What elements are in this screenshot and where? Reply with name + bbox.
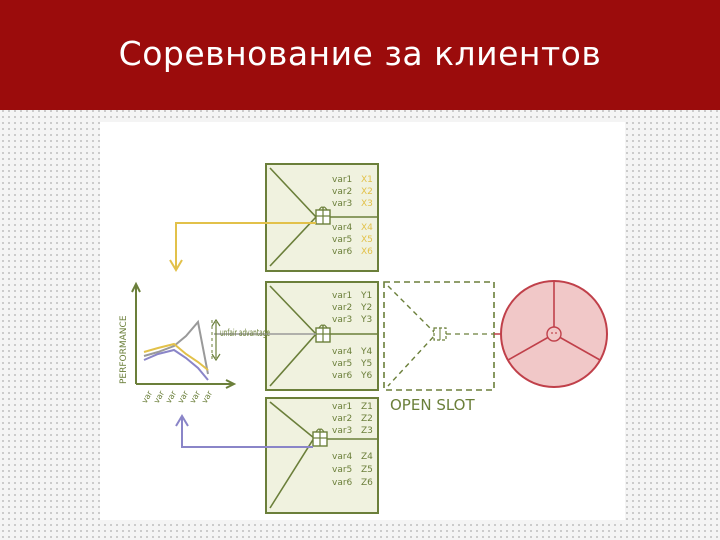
group-box-y: var1 var2 var3 var4 var5 var6 Y1 Y2 Y3 Y… [265,281,379,391]
value-label: Z5 [361,465,373,475]
series-purple [143,348,209,381]
var-label: var4 [332,223,353,233]
value-label: Y4 [360,347,372,357]
value-label: X5 [361,235,373,245]
var-label: var1 [332,402,352,412]
var-label: var2 [332,303,352,313]
chart-y-label: PERFORMANCE [119,315,129,384]
value-label: Y1 [360,291,372,301]
arrow-yellow [175,222,316,268]
var-label: var6 [332,371,353,381]
open-slot-frame [383,281,495,391]
chart-x-tick: var [152,389,167,405]
annotation-label: unfair advantage [220,328,270,339]
chart-x-tick: var [176,389,191,405]
group-box-x: var1 var2 var3 var4 var5 var6 X1 X2 X3 X… [265,163,379,272]
gift-icon [312,428,328,447]
box-z-frame [265,397,379,514]
var-label: var1 [332,291,352,301]
title-bar [0,0,720,110]
customer-circle [500,280,608,388]
gift-icon [433,327,447,341]
value-label: Z1 [361,402,373,412]
var-label: var4 [332,452,353,462]
var-label: var6 [332,247,353,257]
open-slot-label: OPEN SLOT [390,396,475,414]
value-label: Y5 [360,359,372,369]
var-label: var5 [332,235,352,245]
gift-icon [315,206,331,225]
var-label: var5 [332,359,352,369]
var-label: var6 [332,478,353,488]
series-yellow [143,342,209,371]
value-label: Y6 [360,371,372,381]
var-label: var5 [332,465,352,475]
value-label: X1 [361,175,373,185]
value-label: X2 [361,187,373,197]
var-label: var3 [332,426,352,436]
value-label: Z6 [361,478,373,488]
arrow-purple [181,418,313,448]
diagram-svg: var1 var2 var3 var4 var5 var6 X1 X2 X3 X… [119,163,608,514]
value-label: Z3 [361,426,373,436]
face-icon [546,326,562,342]
var-label: var1 [332,175,352,185]
gift-icon [315,324,331,343]
chart-x-tick: var [164,389,179,405]
series-grey [143,319,209,375]
var-label: var3 [332,315,352,325]
chart-x-tick: var [188,389,203,405]
group-box-z: var1 var2 var3 var4 var5 var6 Z1 Z2 Z3 Z… [265,397,379,514]
value-label: Z4 [361,452,373,462]
var-label: var2 [332,187,352,197]
value-label: X3 [361,199,373,209]
chart-x-tick: var [140,389,155,405]
var-label: var4 [332,347,353,357]
value-label: X6 [361,247,373,257]
var-label: var3 [332,199,352,209]
performance-chart: PERFORMANCE var var var var var var unfa… [119,281,270,405]
var-label: var2 [332,414,352,424]
value-label: Z2 [361,414,373,424]
slide-title: Соревнование за клиентов [118,34,602,73]
value-label: X4 [361,223,373,233]
value-label: Y2 [360,303,372,313]
chart-x-tick: var [200,389,215,405]
value-label: Y3 [360,315,372,325]
open-slot: OPEN SLOT [383,281,495,414]
